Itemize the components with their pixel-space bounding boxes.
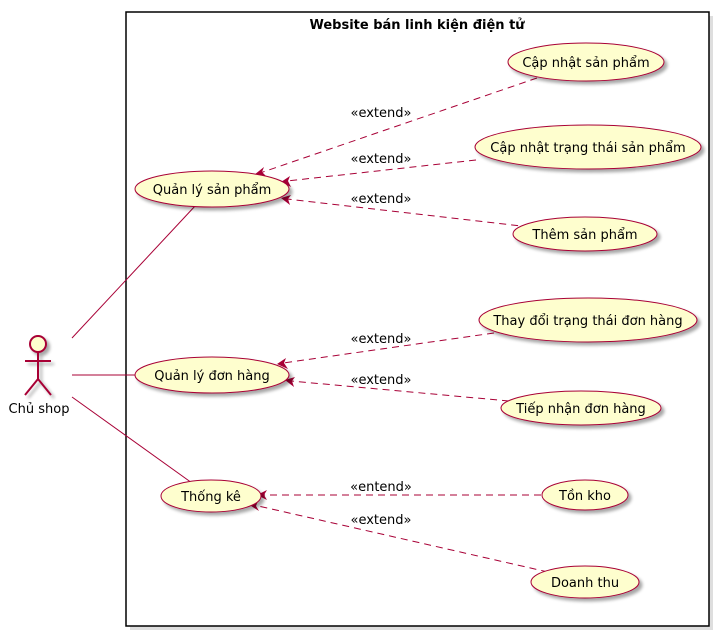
usecase-inventory[interactable]: Tồn kho (541, 479, 629, 511)
svg-text:Thêm sản phẩm: Thêm sản phẩm (531, 228, 637, 243)
svg-text:«entend»: «entend» (350, 480, 412, 495)
svg-text:Thống kê: Thống kê (180, 490, 241, 505)
actor-label: Chủ shop (9, 402, 70, 417)
svg-text:«extend»: «extend» (351, 513, 412, 528)
usecase-manage-products[interactable]: Quản lý sản phẩm (134, 170, 290, 208)
svg-text:«extend»: «extend» (351, 332, 412, 347)
svg-text:Cập nhật sản phẩm: Cập nhật sản phẩm (522, 56, 649, 71)
extend-receive-order: «extend» (285, 373, 510, 402)
actor-head-icon (29, 335, 47, 353)
association-manage-products (71, 204, 197, 339)
svg-text:Quản lý đơn hàng: Quản lý đơn hàng (154, 369, 270, 384)
extend-inventory: «entend» (257, 480, 541, 500)
svg-text:«extend»: «extend» (351, 373, 412, 388)
usecase-add-product[interactable]: Thêm sản phẩm (512, 216, 658, 252)
svg-text:Doanh thu: Doanh thu (551, 576, 619, 591)
usecase-manage-orders[interactable]: Quản lý đơn hàng (134, 356, 290, 394)
svg-text:«extend»: «extend» (351, 106, 412, 121)
svg-text:«extend»: «extend» (351, 192, 412, 207)
svg-text:Tồn kho: Tồn kho (558, 489, 611, 504)
svg-text:Thay đổi trạng thái đơn hàng: Thay đổi trạng thái đơn hàng (492, 314, 682, 329)
svg-text:Quản lý sản phẩm: Quản lý sản phẩm (153, 183, 271, 198)
extend-update-product-status: «extend» (281, 152, 477, 187)
usecase-update-product-status[interactable]: Cập nhật trạng thái sản phẩm (474, 124, 702, 170)
usecase-change-order-status[interactable]: Thay đổi trạng thái đơn hàng (478, 297, 698, 343)
usecase-revenue[interactable]: Doanh thu (530, 565, 640, 599)
svg-text:Tiếp nhận đơn hàng: Tiếp nhận đơn hàng (515, 402, 646, 417)
svg-text:«extend»: «extend» (351, 152, 412, 167)
usecase-statistics[interactable]: Thống kê (160, 479, 262, 513)
extend-add-product: «extend» (281, 192, 531, 228)
extend-change-order-status: «extend» (277, 332, 495, 369)
svg-text:Cập nhật trạng thái sản phẩm: Cập nhật trạng thái sản phẩm (490, 141, 685, 156)
system-title: Website bán linh kiện điện tử (309, 18, 525, 33)
association-statistics (71, 396, 193, 484)
usecase-receive-order[interactable]: Tiếp nhận đơn hàng (500, 390, 662, 426)
actor-chu-shop[interactable] (24, 335, 52, 396)
usecase-update-product[interactable]: Cập nhật sản phẩm (507, 42, 665, 82)
